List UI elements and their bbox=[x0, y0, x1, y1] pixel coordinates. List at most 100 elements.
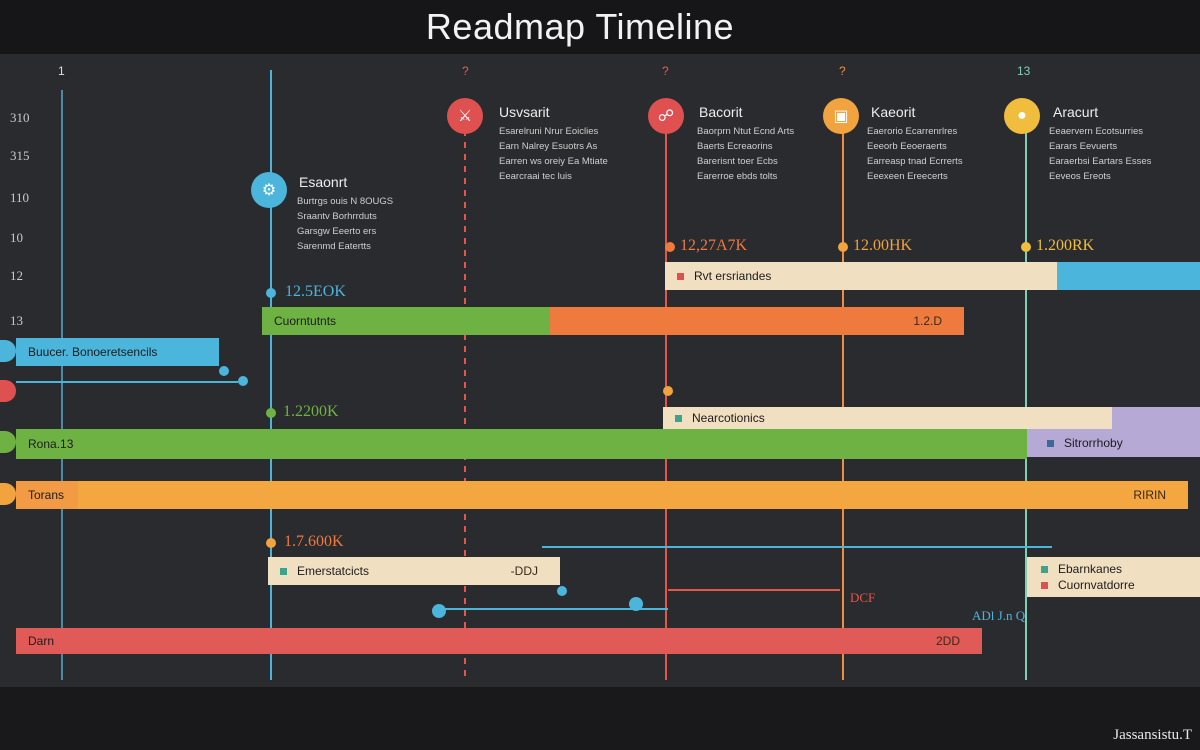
milestone-dot bbox=[266, 288, 276, 298]
timeline-bar[interactable]: Cuorntutnts bbox=[262, 307, 550, 335]
bar-label: Cuorntutnts bbox=[274, 314, 337, 328]
milestone-detail: Earreasp tnad Ecrrerts bbox=[867, 156, 963, 167]
bar-label: Cuornvatdorre bbox=[1058, 578, 1135, 592]
milestone-detail: Eeexeen Ereecerts bbox=[867, 171, 948, 182]
milestone-icon[interactable]: ⚔ bbox=[447, 98, 483, 134]
milestone-detail: Eearcraai tec luis bbox=[499, 171, 572, 182]
connector-dot bbox=[219, 366, 229, 376]
axis-tick: 12 bbox=[10, 268, 23, 283]
milestone-detail: Earerroe ebds tolts bbox=[697, 171, 778, 182]
milestone-detail: Sraantv Borhrrduts bbox=[297, 211, 377, 222]
milestone-detail: Earars Eevuerts bbox=[1049, 141, 1118, 152]
bar-marker-icon bbox=[1041, 566, 1048, 573]
bar-marker-icon bbox=[280, 567, 287, 575]
timeline-bar-segment[interactable]: 1.2.D bbox=[550, 307, 964, 335]
milestone-title: Kaeorit bbox=[871, 104, 916, 120]
bar-label: Darn bbox=[28, 634, 55, 648]
milestone-title: Usvsarit bbox=[499, 104, 550, 120]
money-label: 1.2200K bbox=[283, 403, 339, 420]
connector-line bbox=[16, 381, 238, 383]
timeline-bar-segment[interactable] bbox=[1057, 262, 1200, 290]
connector-dot bbox=[432, 604, 446, 618]
axis-tick: 13 bbox=[10, 313, 23, 328]
milestone-icon[interactable]: ● bbox=[1004, 98, 1040, 134]
bar-label: Sitrorrhoby bbox=[1064, 436, 1123, 450]
milestone-detail: Earren ws oreiy Ea Mtiate bbox=[499, 156, 608, 167]
timeline-bar-segment[interactable]: Torans bbox=[16, 481, 78, 509]
timeline-bar[interactable]: Rvt ersriandes bbox=[665, 262, 1057, 290]
annotation-label: ADl J.n Q bbox=[972, 608, 1026, 623]
milestone-detail: Sarenmd Eatertts bbox=[297, 241, 371, 252]
timeline-bar[interactable]: Darn 2DD bbox=[16, 628, 982, 654]
connector-line bbox=[668, 589, 840, 591]
bar-label: Rona.13 bbox=[28, 437, 74, 451]
money-label: 1.200RK bbox=[1036, 237, 1095, 254]
timeline-line bbox=[270, 70, 272, 680]
note-label: DCF bbox=[850, 590, 876, 605]
axis-tick: 310 bbox=[10, 110, 30, 125]
money-label: 12,27A7K bbox=[680, 237, 748, 254]
milestone-dot bbox=[665, 242, 675, 252]
milestone-detail: Eeeorb Eeoeraerts bbox=[867, 141, 947, 152]
milestone-detail: Eaerorio Ecarrenrlres bbox=[867, 126, 958, 137]
column-tick: ? bbox=[662, 64, 669, 78]
axis-tick: 110 bbox=[10, 190, 30, 205]
bar-label: Torans bbox=[28, 488, 65, 502]
title-bar bbox=[0, 0, 1200, 54]
timeline-line bbox=[61, 90, 63, 680]
bar-end-label: 1.2.D bbox=[913, 314, 942, 328]
bar-marker-icon bbox=[1047, 439, 1054, 447]
timeline-bar-segment[interactable] bbox=[1112, 407, 1200, 429]
money-label: 12.00HK bbox=[853, 237, 913, 254]
bar-label: Ebarnkanes bbox=[1058, 562, 1123, 576]
column-tick: 13 bbox=[1017, 64, 1031, 78]
connector-line bbox=[542, 546, 1052, 548]
bar-marker-icon bbox=[677, 272, 684, 280]
axis-tick: 315 bbox=[10, 148, 30, 163]
timeline-line bbox=[665, 130, 667, 680]
milestone-icon[interactable]: ☍ bbox=[648, 98, 684, 134]
bar-label: Nearcotionics bbox=[692, 411, 765, 425]
timeline-bar[interactable]: Emerstatcicts -DDJ bbox=[268, 557, 560, 585]
column-tick: ? bbox=[839, 64, 846, 78]
bar-marker-icon bbox=[1041, 582, 1048, 589]
lane-badge bbox=[0, 340, 16, 362]
milestone-detail: Earaerbsi Eartars Esses bbox=[1049, 156, 1152, 167]
footer-bar bbox=[0, 687, 1200, 750]
timeline-line bbox=[464, 130, 466, 680]
milestone-dot bbox=[266, 538, 276, 548]
milestone-detail: Eeaervern Ecotsurries bbox=[1049, 126, 1143, 137]
timeline-bar[interactable]: Sitrorrhoby bbox=[1027, 429, 1200, 457]
milestone-detail: Baorprn Ntut Ecnd Arts bbox=[697, 126, 795, 137]
milestone-detail: Earn Nalrey Esuotrs As bbox=[499, 141, 598, 152]
timeline-bar[interactable]: Rona.13 bbox=[16, 429, 1027, 459]
milestone-detail: Baerts Ecreaorins bbox=[697, 141, 773, 152]
timeline-canvas bbox=[0, 54, 1200, 687]
money-label: 12.5EOK bbox=[285, 283, 346, 300]
milestone-icon[interactable]: ▣ bbox=[823, 98, 859, 134]
lane-badge bbox=[0, 431, 16, 453]
milestone-title: Esaonrt bbox=[299, 174, 348, 190]
milestone-icon[interactable]: ⚙ bbox=[251, 172, 287, 208]
milestone-detail: Eeveos Ereots bbox=[1049, 171, 1111, 182]
milestone-dot bbox=[838, 242, 848, 252]
bar-label: Emerstatcicts bbox=[297, 564, 370, 578]
timeline-line bbox=[1025, 130, 1027, 680]
connector-line bbox=[440, 608, 668, 610]
page-title: Readmap Timeline bbox=[425, 6, 735, 47]
milestone-detail: Esarelruni Nrur Eoiclies bbox=[499, 126, 599, 137]
bar-end-label: -DDJ bbox=[510, 564, 538, 578]
timeline-bar[interactable]: Ebarnkanes Cuornvatdorre bbox=[1027, 557, 1200, 597]
brand-label: Jassansistu.T bbox=[1113, 727, 1192, 743]
lane-badge bbox=[0, 483, 16, 505]
money-label: 1.7.600K bbox=[284, 533, 344, 550]
timeline-line bbox=[842, 130, 844, 680]
timeline-bar[interactable]: RIRIN bbox=[78, 481, 1188, 509]
bar-end-label: RIRIN bbox=[1133, 488, 1166, 502]
timeline-bar[interactable]: Buucer. Bonoeretsencils bbox=[16, 338, 219, 366]
milestone-detail: Garsgw Eeerto ers bbox=[297, 226, 377, 237]
bar-label: Rvt ersriandes bbox=[694, 269, 772, 283]
timeline-bar[interactable]: Nearcotionics bbox=[663, 407, 1112, 429]
bar-marker-icon bbox=[675, 414, 682, 422]
connector-dot bbox=[557, 586, 567, 596]
